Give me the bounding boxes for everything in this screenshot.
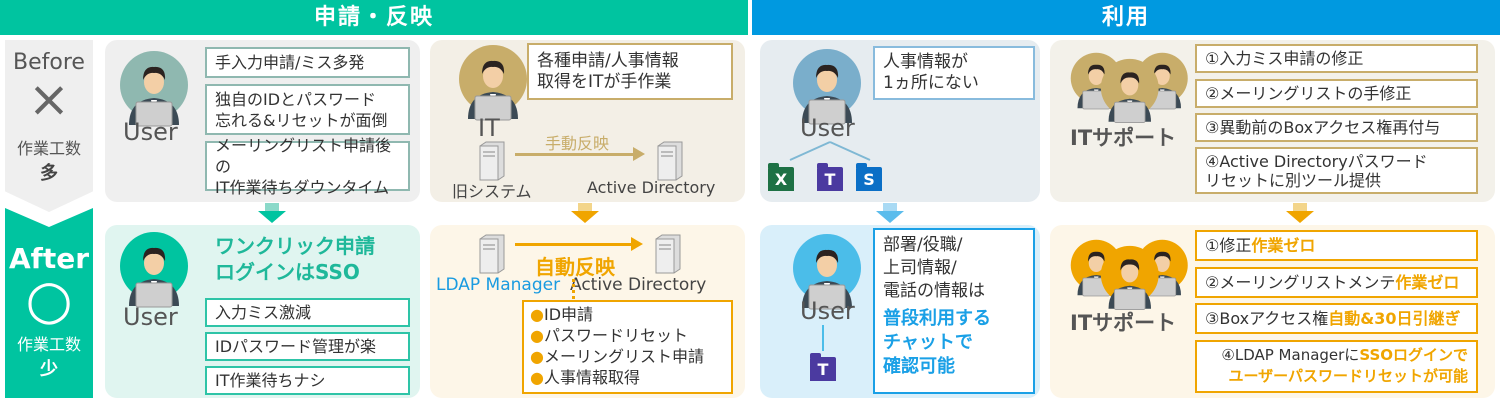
- role-label: User: [800, 114, 855, 142]
- arrow-label: 自動反映: [535, 255, 615, 279]
- user-avatar-icon: [792, 233, 864, 313]
- before-title: Before: [13, 50, 85, 75]
- header-usage: 利用: [752, 0, 1500, 35]
- teams-icon: T: [810, 353, 836, 381]
- info-text: 部署/役職/ 上司情報/ 電話の情報は: [883, 235, 985, 301]
- user-avatar-icon: [119, 231, 191, 311]
- feature-text: 人事情報取得: [543, 368, 640, 387]
- cross-icon: ×: [28, 70, 70, 128]
- server-icon: [476, 233, 506, 279]
- benefit-box: IDパスワード管理が楽: [205, 332, 410, 361]
- issue-box: メーリングリスト申請後の IT作業待ちダウンタイム: [205, 136, 410, 197]
- feature-item: ●パスワードリセット: [530, 326, 688, 345]
- result-text: ②メーリングリストメンテ: [1205, 273, 1396, 292]
- down-arrow-icon: [1286, 203, 1314, 223]
- teams-icon: T: [817, 163, 843, 191]
- issue-box: 各種申請/人事情報 取得をITが手作業: [527, 43, 733, 100]
- panel-user-usage-after: User T 部署/役職/ 上司情報/ 電話の情報は 普段利用する チャットで …: [760, 225, 1040, 398]
- feature-text: メーリングリスト申請: [543, 347, 704, 366]
- result-box: ②メーリングリストメンテ作業ゼロ: [1195, 267, 1478, 298]
- workload-label: 作業工数: [16, 139, 81, 158]
- workload-level: 多: [40, 163, 58, 184]
- task-box: ③異動前のBoxアクセス権再付与: [1195, 113, 1478, 142]
- workload-label: 作業工数: [16, 335, 81, 354]
- panel-it-after: 自動反映 LDAP Manager Active Directory ●ID申請…: [430, 225, 745, 398]
- arrow-head-icon: [633, 147, 645, 161]
- target-label: Active Directory: [570, 275, 707, 295]
- it-avatar-icon: [458, 44, 530, 124]
- result-box: ①修正作業ゼロ: [1195, 230, 1478, 261]
- role-label: User: [123, 303, 178, 331]
- result-highlight: 作業ゼロ: [1251, 236, 1316, 255]
- panel-user-before: User 手入力申請/ミス多発 独自のIDとパスワード 忘れる&リセットが面倒 …: [105, 40, 420, 202]
- issue-box: 独自のIDとパスワード 忘れる&リセットが面倒: [205, 84, 410, 135]
- task-box: ①入力ミス申請の修正: [1195, 44, 1478, 73]
- it-support-team-icon: [1070, 237, 1190, 317]
- result-highlight: 作業ゼロ: [1395, 273, 1460, 292]
- info-highlight: 普段利用する チャットで 確認可能: [883, 308, 991, 377]
- sharepoint-icon: S: [856, 163, 882, 191]
- role-label: User: [123, 118, 178, 146]
- header-apply-reflect: 申請・反映: [0, 0, 748, 35]
- source-label: LDAP Manager: [436, 275, 561, 295]
- role-label: User: [800, 297, 855, 325]
- result-highlight: 自動&30日引継ぎ: [1328, 309, 1461, 328]
- result-text: ④LDAP Managerに: [1221, 346, 1360, 364]
- workload-level: 少: [40, 359, 58, 380]
- task-box: ④Active Directoryパスワード リセットに別ツール提供: [1195, 147, 1478, 194]
- source-label: 旧システム: [452, 182, 532, 201]
- user-avatar-icon: [119, 50, 191, 130]
- after-title: After: [8, 242, 90, 275]
- arrow-line: [515, 243, 633, 246]
- panel-user-usage-before: User 人事情報が 1ヵ所にない X T S: [760, 40, 1040, 202]
- down-arrow-icon: [258, 203, 286, 223]
- benefit-box: 入力ミス激減: [205, 298, 410, 327]
- arrow-head-icon: [631, 237, 643, 251]
- feature-text: ID申請: [543, 305, 594, 324]
- feature-item: ●ID申請: [530, 305, 594, 324]
- arrow-label: 手動反映: [545, 134, 610, 153]
- server-icon: [654, 140, 684, 186]
- role-label: ITサポート: [1070, 126, 1177, 150]
- result-box: ④LDAP ManagerにSSOログインで ユーザーパスワードリセットが可能: [1195, 340, 1478, 393]
- arrow-line: [515, 153, 635, 156]
- issue-box: 人事情報が 1ヵ所にない: [873, 46, 1035, 100]
- result-highlight: SSOログインで ユーザーパスワードリセットが可能: [1228, 346, 1468, 385]
- down-arrow-icon: [571, 203, 599, 223]
- circle-icon: ○: [25, 268, 73, 331]
- result-text: ①修正: [1205, 236, 1252, 255]
- benefit-box: IT作業待ちナシ: [205, 366, 410, 395]
- connector-line: [572, 279, 575, 299]
- target-label: Active Directory: [587, 178, 716, 197]
- after-label-column: After ○ 作業工数 少: [5, 208, 93, 398]
- connector-line: [822, 325, 824, 351]
- server-icon: [476, 140, 506, 186]
- feature-text: パスワードリセット: [543, 326, 688, 345]
- server-icon: [652, 233, 682, 279]
- panel-it-support-after: ITサポート ①修正作業ゼロ ②メーリングリストメンテ作業ゼロ ③Boxアクセス…: [1050, 225, 1495, 398]
- result-text: ③Boxアクセス権: [1205, 309, 1329, 328]
- panel-it-support-before: ITサポート ①入力ミス申請の修正 ②メーリングリストの手修正 ③異動前のBox…: [1050, 40, 1495, 202]
- panel-it-before: IT 各種申請/人事情報 取得をITが手作業 手動反映 旧システム Active…: [430, 40, 745, 202]
- role-label: IT: [478, 114, 500, 142]
- result-box: ③Boxアクセス権自動&30日引継ぎ: [1195, 303, 1478, 334]
- before-label-column: Before × 作業工数 多: [5, 40, 93, 212]
- excel-icon: X: [768, 163, 794, 191]
- user-avatar-icon: [792, 48, 864, 128]
- features-box: ●ID申請 ●パスワードリセット ●メーリングリスト申請 ●人事情報取得: [522, 300, 733, 394]
- info-box: 部署/役職/ 上司情報/ 電話の情報は 普段利用する チャットで 確認可能: [873, 228, 1035, 394]
- role-label: ITサポート: [1070, 311, 1177, 335]
- down-arrow-icon: [876, 203, 904, 223]
- issue-box: 手入力申請/ミス多発: [205, 47, 410, 78]
- tree-lines: [789, 141, 871, 161]
- feature-item: ●人事情報取得: [530, 368, 640, 387]
- panel-user-after: User ワンクリック申請 ログインはSSO 入力ミス激減 IDパスワード管理が…: [105, 225, 420, 398]
- it-support-team-icon: [1070, 50, 1190, 130]
- feature-item: ●メーリングリスト申請: [530, 347, 704, 366]
- task-box: ②メーリングリストの手修正: [1195, 79, 1478, 108]
- headline: ワンクリック申請 ログインはSSO: [215, 234, 375, 284]
